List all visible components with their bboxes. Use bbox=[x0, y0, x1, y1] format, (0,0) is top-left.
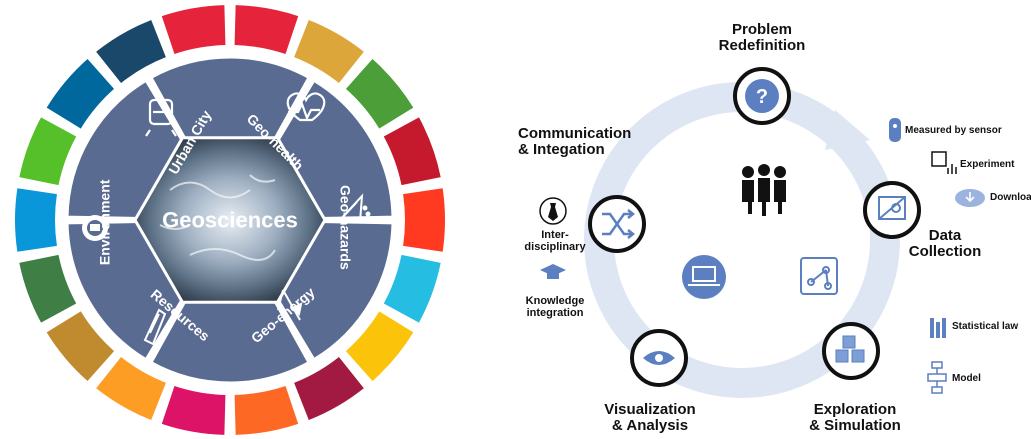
shuffle-icon bbox=[602, 209, 636, 239]
data-collection-node[interactable] bbox=[863, 181, 921, 239]
interdisciplinary-label: Inter- disciplinary bbox=[510, 229, 600, 253]
graduation-cap-icon bbox=[540, 264, 566, 279]
knowledge-label: Knowledge integration bbox=[510, 295, 600, 319]
bar-chart-icon bbox=[930, 318, 946, 338]
problem-label: Problem Redefinition bbox=[712, 22, 812, 54]
hazard-icon bbox=[335, 193, 371, 223]
ring-segment bbox=[19, 117, 77, 186]
question-icon bbox=[745, 79, 779, 113]
network-box-icon bbox=[800, 257, 838, 295]
exploration-label: Exploration & Simulation bbox=[800, 402, 910, 434]
drilling-rig-icon bbox=[277, 289, 303, 321]
flowchart-icon bbox=[927, 361, 947, 394]
cubes-icon bbox=[835, 335, 865, 363]
train-icon bbox=[145, 98, 177, 137]
experiment-icon bbox=[931, 151, 957, 174]
visualization-label: Visualization & Analysis bbox=[590, 402, 710, 434]
ring-segment bbox=[46, 311, 115, 382]
exploration-line1: Exploration bbox=[813, 401, 897, 418]
svg-text:?: ? bbox=[756, 86, 768, 108]
geosciences-label: Geosciences bbox=[162, 207, 298, 233]
data-collection-line2: Collection bbox=[908, 242, 982, 260]
problem-label-line2: Redefinition bbox=[718, 36, 806, 54]
ring-segment bbox=[345, 311, 414, 382]
sector-label-environment: Environment bbox=[96, 179, 113, 266]
sensor-icon bbox=[889, 118, 901, 142]
ring-segment bbox=[46, 58, 115, 129]
communication-label: Communication & Integation bbox=[518, 126, 631, 158]
problem-redefinition-node[interactable]: ? bbox=[733, 67, 791, 125]
laptop-icon bbox=[682, 255, 726, 299]
ring-segment bbox=[96, 19, 166, 84]
eye-icon bbox=[643, 351, 675, 365]
ring-segment bbox=[161, 385, 226, 435]
earth-hexagon bbox=[133, 136, 327, 304]
exploration-line2: & Simulation bbox=[809, 416, 901, 434]
ring-segment bbox=[19, 254, 77, 323]
earth-clouds bbox=[159, 174, 276, 261]
data-collection-label: Data Collection bbox=[900, 228, 990, 260]
tie-icon bbox=[539, 197, 567, 225]
download-label: Download bbox=[990, 192, 1031, 203]
knowledge-line2: integration bbox=[526, 306, 584, 319]
visualization-analysis-node[interactable] bbox=[630, 329, 688, 387]
communication-line2: & Integation bbox=[518, 140, 605, 158]
pen-nib-icon bbox=[143, 308, 167, 346]
knowledge-line1: Knowledge bbox=[525, 295, 585, 307]
recycle-icon bbox=[82, 215, 108, 241]
ring-segment bbox=[294, 19, 364, 84]
sensor-label: Measured by sensor bbox=[905, 125, 1002, 136]
ring-segment bbox=[234, 385, 299, 435]
ring-segment bbox=[294, 356, 364, 421]
cycle-arrow-head bbox=[825, 110, 870, 150]
ring-segment bbox=[96, 356, 166, 421]
interdisciplinary-line1: Inter- bbox=[541, 229, 569, 241]
interdisciplinary-line2: disciplinary bbox=[524, 240, 586, 253]
ring-segment bbox=[161, 5, 226, 55]
ring-segment bbox=[345, 58, 414, 129]
ring-segment bbox=[15, 188, 57, 252]
sector-label-geo-hazards: Geo-hazards bbox=[337, 184, 354, 270]
experiment-label: Experiment bbox=[960, 159, 1015, 170]
statistical-law-label: Statistical law bbox=[952, 321, 1019, 332]
ring-segment bbox=[403, 188, 445, 252]
ring-segment bbox=[383, 117, 441, 186]
ring-segment bbox=[234, 5, 299, 55]
sdg-color-ring bbox=[15, 5, 445, 435]
heart-pulse-icon bbox=[286, 92, 326, 122]
communication-integration-node[interactable] bbox=[588, 195, 646, 253]
blueprint-icon bbox=[878, 196, 906, 220]
team-icon bbox=[742, 164, 786, 216]
exploration-simulation-node[interactable] bbox=[822, 322, 880, 380]
cloud-download-icon bbox=[955, 189, 985, 207]
ring-segment bbox=[383, 254, 441, 323]
visualization-line2: & Analysis bbox=[611, 416, 689, 434]
communication-line1: Communication bbox=[518, 125, 632, 142]
visualization-line1: Visualization bbox=[604, 401, 696, 418]
problem-label-line1: Problem bbox=[731, 21, 792, 38]
data-collection-line1: Data bbox=[928, 227, 962, 244]
model-label: Model bbox=[952, 373, 981, 384]
